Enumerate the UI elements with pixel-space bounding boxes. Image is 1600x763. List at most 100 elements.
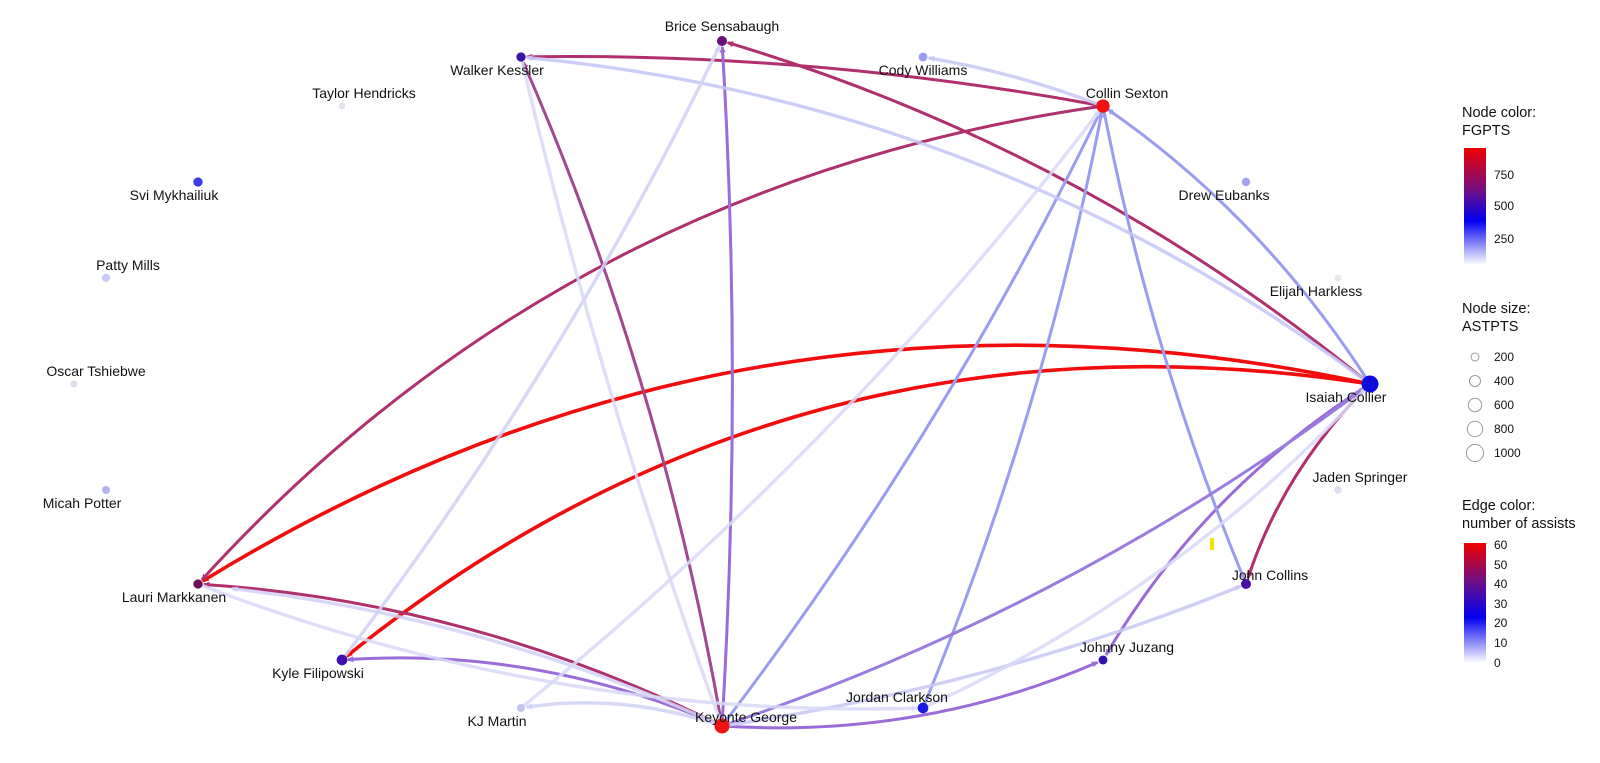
assist-edge-collin-to-walker: [526, 55, 1105, 108]
assist-edge-keyonte-to-kyle: [347, 656, 724, 728]
assist-edge-keyonte-to-kj: [526, 701, 724, 728]
player-node-elijah: [1334, 274, 1342, 282]
player-label-patty: Patty Mills: [96, 257, 160, 273]
player-label-kyle: Kyle Filipowski: [272, 665, 364, 681]
player-node-cody: [918, 52, 928, 62]
player-label-lauri: Lauri Markkanen: [122, 589, 226, 605]
assist-edge-arrowhead: [525, 703, 533, 710]
assist-edge-arrowhead: [1234, 585, 1242, 592]
assist-edge-arrowhead: [1105, 648, 1112, 656]
player-label-brice: Brice Sensabaugh: [665, 18, 779, 34]
legend-size-circle: [1470, 352, 1480, 362]
player-node-svi: [193, 177, 203, 187]
assist-edge-keyonte-to-johncollins: [720, 584, 1242, 728]
assist-edge-keyonte-to-lauri: [231, 587, 724, 728]
assist-edge-kj-to-collin: [519, 109, 1101, 710]
assist-edge-isaiah-to-collin: [1107, 108, 1372, 386]
legend-edge-color-tick: 30: [1494, 597, 1508, 611]
assist-edge-jordan-to-collin: [921, 111, 1104, 710]
assist-edge-keyonte-to-johnny: [720, 661, 1099, 730]
player-label-kj: KJ Martin: [467, 713, 526, 729]
assist-edge-walker-to-keyonte: [519, 55, 722, 722]
assist-edge-arrowhead: [714, 45, 720, 53]
assist-edge-arrowhead: [927, 55, 935, 62]
player-node-taylor: [338, 102, 346, 110]
player-label-johnny: Johnny Juzang: [1080, 639, 1174, 655]
legend-node-color-tick: 750: [1494, 168, 1514, 182]
player-label-cody: Cody Williams: [879, 62, 968, 78]
legend-size-circle: [1469, 375, 1481, 387]
assist-edge-kyle-to-brice: [340, 45, 721, 662]
legend-edge-color-tick: 60: [1494, 538, 1508, 552]
assist-edge-collin-to-lauri: [201, 104, 1105, 581]
legend-node-color-tick: 500: [1494, 199, 1514, 213]
legend-node-size: Node size: ASTPTS 200 400 600 800 1000: [1462, 301, 1531, 463]
player-label-micah: Micah Potter: [43, 495, 122, 511]
player-node-patty: [101, 273, 111, 283]
legend-edge-color-subtitle: number of assists: [1462, 516, 1576, 532]
legend-edge-color-tick: 40: [1494, 577, 1508, 591]
player-node-kj: [517, 704, 525, 712]
legend-edge-color-title: Edge color:: [1462, 498, 1535, 514]
player-label-johncollins: John Collins: [1232, 567, 1308, 583]
legend-node-size-tick: 1000: [1494, 446, 1521, 460]
assist-edge-isaiah-to-kyle: [345, 364, 1372, 658]
assist-edge-keyonte-to-isaiah: [720, 386, 1366, 728]
player-label-keyonte: Keyonte George: [695, 709, 797, 725]
assist-edge-collin-to-johncollins: [1101, 104, 1245, 580]
player-node-brice: [716, 35, 728, 47]
assist-edge-keyonte-to-brice: [720, 46, 734, 728]
assist-edge-arrowhead: [911, 705, 919, 712]
assist-edge-keyonte-to-walker: [522, 61, 724, 728]
player-label-drew: Drew Eubanks: [1178, 187, 1269, 203]
assist-edge-arrowhead: [1107, 108, 1115, 115]
legend-node-color-subtitle: FGPTS: [1462, 123, 1510, 139]
stray-mark: [1210, 538, 1214, 550]
player-node-johncollins: [1240, 578, 1252, 590]
legend-node-size-title: Node size:: [1462, 301, 1531, 317]
legend-node-size-subtitle: ASTPTS: [1462, 319, 1518, 335]
edges-layer: [196, 41, 1372, 730]
legend-edge-color-tick: 10: [1494, 636, 1508, 650]
legend-node-color: Node color: FGPTS 750 500 250: [1462, 105, 1536, 265]
assist-edge-keyonte-to-lauri: [203, 582, 724, 728]
assist-edge-lauri-to-jordan: [196, 582, 918, 711]
legend-node-color-title: Node color:: [1462, 105, 1536, 121]
player-label-isaiah: Isaiah Collier: [1306, 389, 1387, 405]
assist-edge-isaiah-to-walker: [526, 55, 1372, 386]
legend-node-color-tick: 250: [1494, 232, 1514, 246]
player-label-jaden: Jaden Springer: [1313, 469, 1408, 485]
legend-edge-color-tick: 50: [1494, 558, 1508, 572]
legend-node-size-tick: 200: [1494, 350, 1514, 364]
assist-edge-isaiah-to-johnny: [1105, 382, 1372, 656]
assist-edge-jordan-to-isaiah: [921, 387, 1367, 710]
player-node-kyle: [336, 654, 348, 666]
legend-size-circle: [1467, 397, 1483, 413]
assist-edge-isaiah-to-lauri: [202, 343, 1372, 583]
assist-edge-arrowhead: [719, 45, 726, 53]
legend-node-size-tick: 800: [1494, 422, 1514, 436]
player-label-collin: Collin Sexton: [1086, 85, 1169, 101]
player-node-keyonte: [714, 718, 730, 734]
legend-size-circle: [1465, 443, 1485, 463]
player-node-drew: [1241, 177, 1251, 187]
legend-edge-color-tick: 0: [1494, 656, 1501, 670]
player-label-jordan: Jordan Clarkson: [846, 689, 948, 705]
assist-edge-arrowhead: [346, 656, 354, 663]
player-label-taylor: Taylor Hendricks: [312, 85, 415, 101]
player-node-jordan: [917, 702, 929, 714]
assist-edge-arrowhead: [230, 586, 238, 593]
legend-node-size-tick: 600: [1494, 398, 1514, 412]
assist-edge-keyonte-to-collin: [720, 110, 1102, 728]
player-label-walker: Walker Kessler: [450, 62, 544, 78]
assist-edge-arrowhead: [1246, 572, 1253, 580]
player-label-oscar: Oscar Tshiebwe: [46, 363, 146, 379]
player-node-micah: [102, 486, 110, 494]
player-node-oscar: [70, 380, 78, 388]
player-node-isaiah: [1361, 375, 1379, 393]
legend-edge-color-bar: [1464, 543, 1486, 663]
player-node-collin: [1096, 99, 1110, 113]
assist-edge-arrowhead: [525, 55, 533, 62]
assist-edge-arrowhead: [201, 573, 208, 581]
